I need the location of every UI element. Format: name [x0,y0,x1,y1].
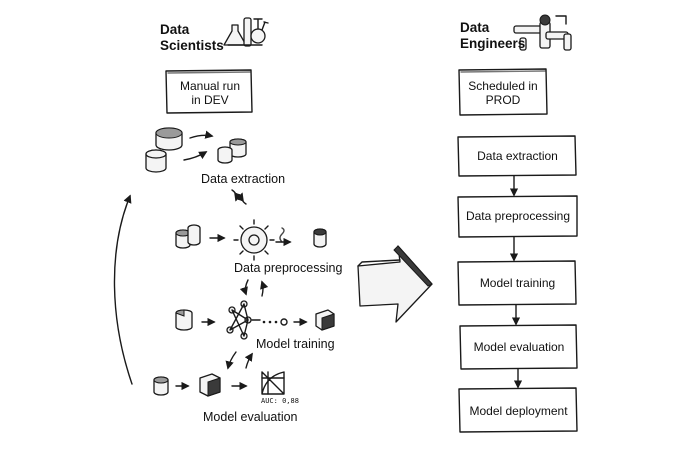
data-engineers-title: Data Engineers [460,20,526,51]
evaluation-chart-icon-group [153,371,285,397]
stage-label-data-extraction: Data extraction [201,172,286,186]
neural-network-icon-group [175,300,335,340]
manual-run-box-shape [165,69,253,114]
lab-flasks-icon [223,17,269,47]
pipeline-step-data-preprocessing: Data preprocessing [465,209,571,223]
stage-label-model-evaluation: Model evaluation [203,410,298,424]
pipeline-step-data-extraction: Data extraction [477,149,558,163]
preprocessing-gear-icon-group [175,219,327,261]
transition-arrow-icon [357,245,433,323]
feedback-loop-arrow [113,194,133,385]
stage-label-model-training: Model training [256,337,335,351]
data-scientists-title: Data Scientists [160,22,224,53]
pipeline-step-boxes [457,135,578,433]
scheduled-prod-label: Scheduled in PROD [468,79,538,107]
pipeline-step-arrows [509,175,523,389]
pipeline-pipes-icon [513,14,572,51]
auc-metric-note: AUC: 0,88 [261,397,299,405]
stage-label-data-preprocessing: Data preprocessing [234,261,343,275]
manual-run-label: Manual run in DEV [179,79,241,107]
pipeline-step-model-deployment: Model deployment [469,404,568,418]
database-icon-group-extraction [145,127,247,173]
pipeline-step-model-training: Model training [479,276,556,290]
pipeline-step-model-evaluation: Model evaluation [473,340,565,354]
stage-connector-arrows [225,189,269,370]
scheduled-box-shape [458,68,548,116]
